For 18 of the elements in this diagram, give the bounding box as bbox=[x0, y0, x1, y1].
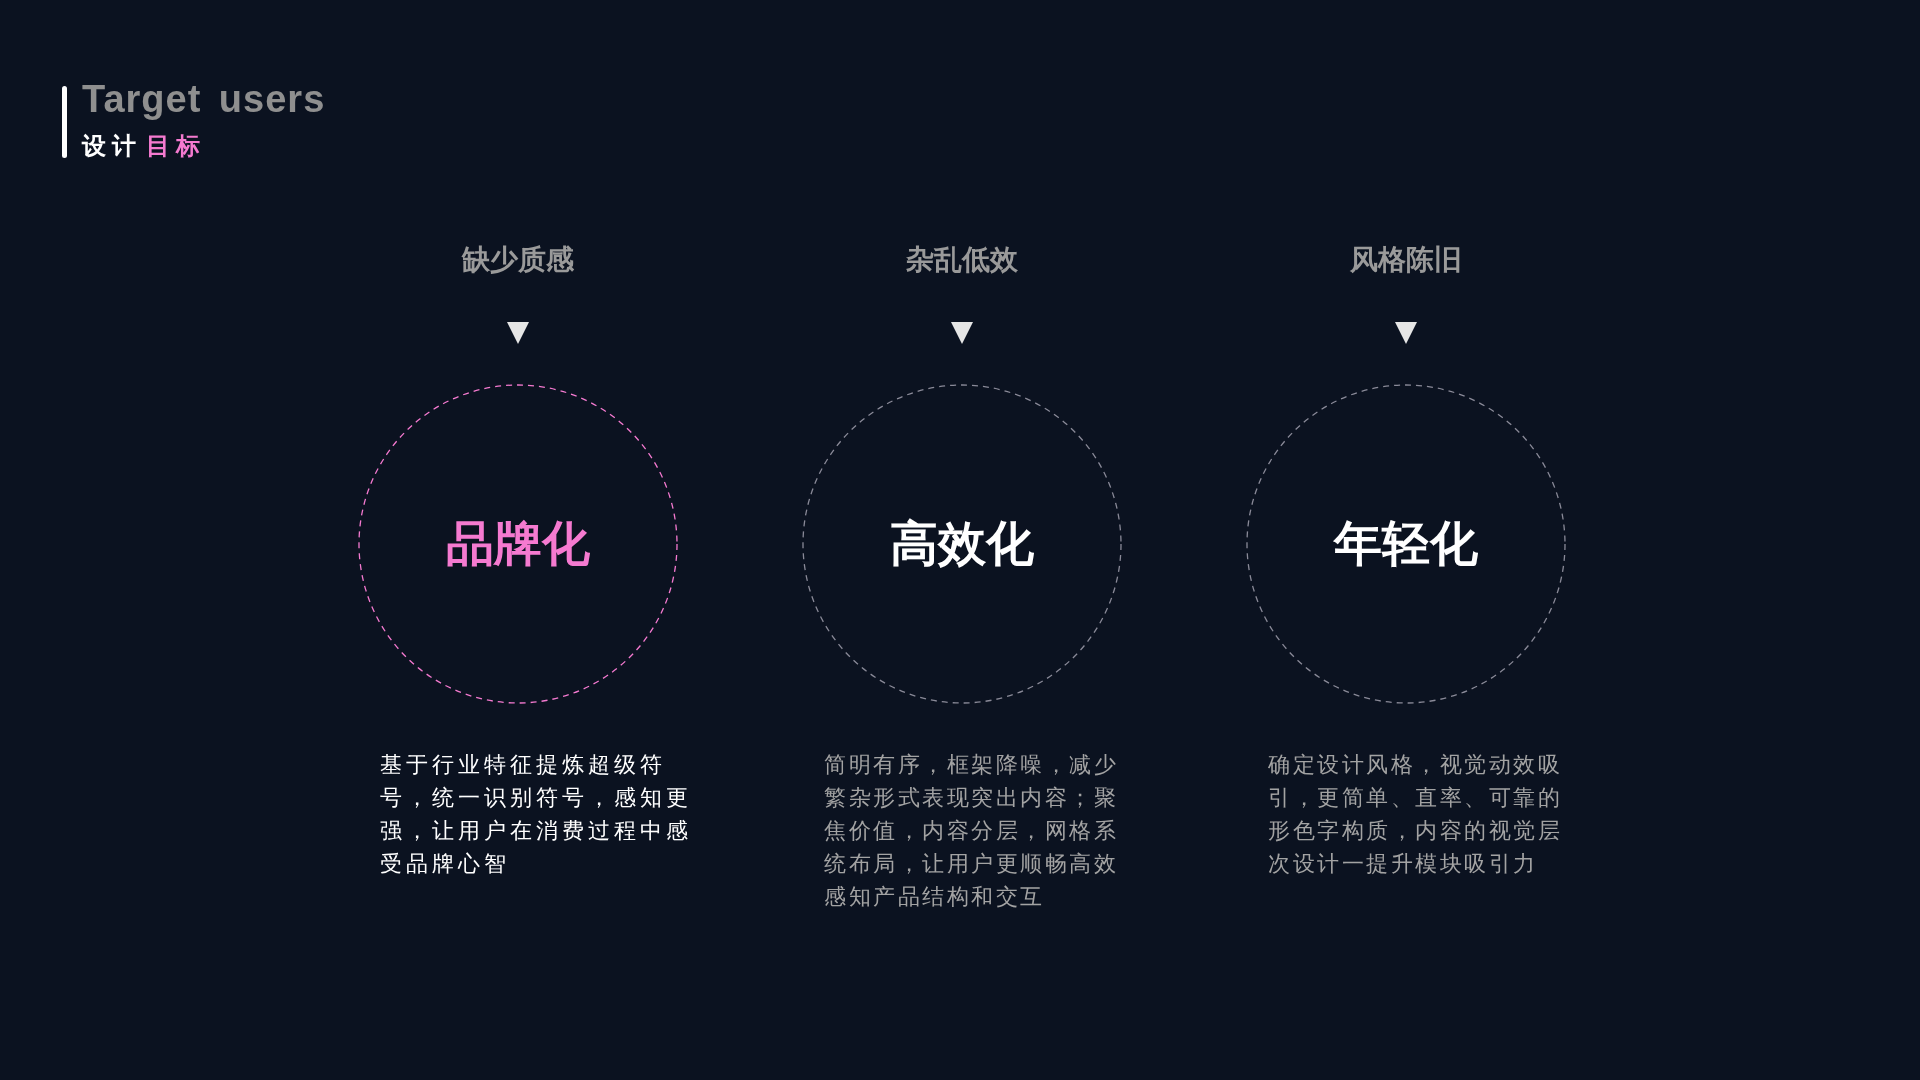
goal-title: 品牌化 bbox=[446, 514, 590, 573]
title: Target users bbox=[82, 78, 326, 121]
goal-circle bbox=[358, 384, 678, 704]
goal-circle bbox=[1246, 384, 1566, 704]
description: 确定设计风格，视觉动效吸引，更简单、直率、可靠的形色字构质，内容的视觉层次设计一提升模块吸引力 bbox=[1268, 751, 1563, 878]
goal-title: 年轻化 bbox=[1334, 514, 1478, 573]
problem-label: 风格陈旧 bbox=[1286, 242, 1526, 278]
description: 基于行业特征提炼超级符号，统一识别符号，感知更强，让用户在消费过程中感受品牌心智 bbox=[380, 751, 693, 878]
goal-title: 高效化 bbox=[890, 514, 1034, 573]
description: 简明有序，框架降噪，减少繁杂形式表现突出内容；聚焦价值，内容分层，网格系统布局，让用户更顺畅高效感知产品结构和交互 bbox=[824, 751, 1119, 911]
problem-label: 缺少质感 bbox=[398, 242, 638, 278]
arrow bbox=[507, 322, 529, 344]
arrow bbox=[951, 322, 973, 344]
arrow bbox=[1395, 322, 1417, 344]
problem-label: 杂乱低效 bbox=[842, 242, 1082, 278]
goal-circle bbox=[802, 384, 1122, 704]
subtitle: 目标 bbox=[146, 131, 206, 162]
subtitle: 设计 bbox=[82, 131, 142, 162]
